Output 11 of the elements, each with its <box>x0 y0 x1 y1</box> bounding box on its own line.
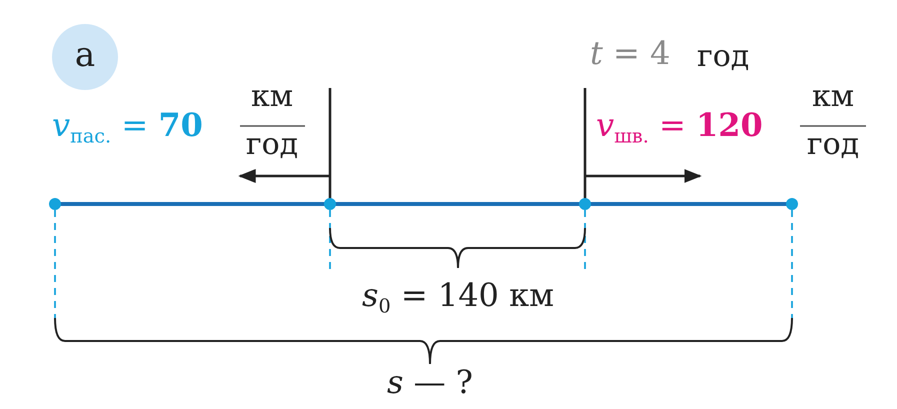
formula-text: год <box>806 128 860 161</box>
formula-text: v$_{шв.}$ = 120 <box>596 108 763 147</box>
formula-text: s$_{0}$ = 140 км <box>362 278 554 317</box>
formula-text: s — ? <box>387 365 473 400</box>
formula-text: год <box>246 128 298 161</box>
formula-text: t = 4 <box>590 36 670 72</box>
formula-text: год <box>697 40 750 73</box>
panel-letter: а <box>74 38 96 72</box>
formula-text: км <box>250 80 294 113</box>
formula-text: км <box>812 80 854 113</box>
formula-text: v$_{пас.}$ = 70 <box>52 108 203 147</box>
